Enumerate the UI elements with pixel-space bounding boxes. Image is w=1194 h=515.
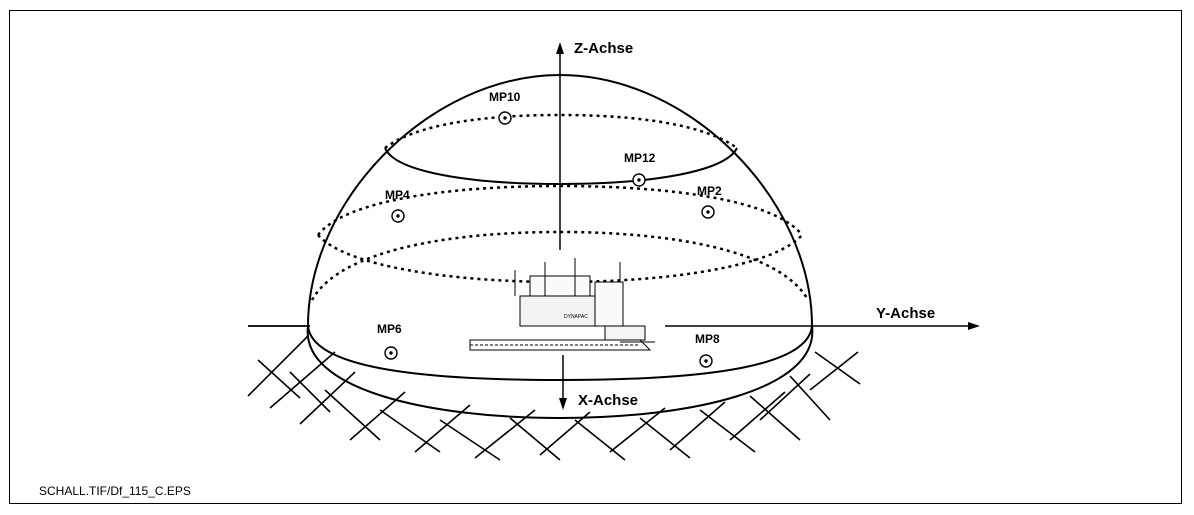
upper-ring-front [384,147,738,186]
hemisphere-base-rim [306,325,814,420]
mp10-label: MP10 [489,90,521,104]
y-axis-arrowhead [968,322,980,330]
hemisphere-base-front [307,325,813,382]
z-axis-arrowhead [556,42,564,54]
x-axis-label: X-Achse [578,392,638,409]
machine-brand-label: DYNAPAC [564,314,588,320]
mp4-label: MP4 [385,188,410,202]
ground-hatching [247,335,861,461]
mp12-label: MP12 [624,151,656,165]
z-axis-label: Z-Achse [574,40,633,57]
x-axis-arrowhead [559,398,567,410]
mp2-label: MP2 [697,184,722,198]
y-axis-label: Y-Achse [876,305,935,322]
mp2-marker [701,205,715,219]
upper-ring-back [384,113,738,150]
figure-caption: SCHALL.TIF/Df_115_C.EPS [39,484,191,498]
paver-machine: DYNAPAC [469,258,655,351]
figure-frame [9,10,1182,504]
mp6-marker [384,346,398,360]
mp6-label: MP6 [377,322,402,336]
middle-ring-front [317,234,803,284]
measurement-point-markers [384,111,715,368]
mp12-marker [632,173,646,187]
hemisphere-base-back [310,230,810,301]
mp8-marker [699,354,713,368]
middle-ring-back [317,184,803,236]
mp10-marker [498,111,512,125]
mp8-label: MP8 [695,332,720,346]
mp4-marker [391,209,405,223]
